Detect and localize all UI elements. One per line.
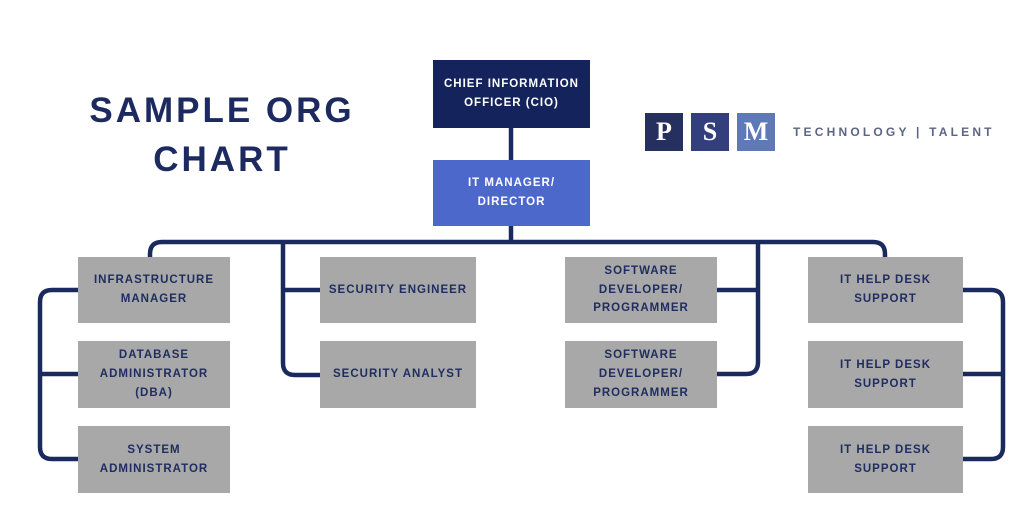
psm-logo: P S M TECHNOLOGY | TALENT	[645, 113, 995, 151]
logo-block-s: S	[691, 113, 729, 151]
org-node-security-analyst: SECURITY ANALYST	[320, 341, 476, 408]
org-node-software-developer-1: SOFTWARE DEVELOPER/ PROGRAMMER	[565, 257, 717, 323]
page-title: SAMPLE ORG CHART	[89, 91, 355, 179]
org-node-software-developer-2: SOFTWARE DEVELOPER/ PROGRAMMER	[565, 341, 717, 408]
org-node-security-engineer: SECURITY ENGINEER	[320, 257, 476, 323]
org-node-it-help-desk-3: IT HELP DESK SUPPORT	[808, 426, 963, 493]
org-node-it-help-desk-1: IT HELP DESK SUPPORT	[808, 257, 963, 323]
logo-block-m: M	[737, 113, 775, 151]
org-node-it-manager: IT MANAGER/ DIRECTOR	[433, 160, 590, 226]
org-node-system-administrator: SYSTEM ADMINISTRATOR	[78, 426, 230, 493]
org-node-database-administrator: DATABASE ADMINISTRATOR (DBA)	[78, 341, 230, 408]
connector-software-branch	[715, 240, 761, 377]
connector-security-branch	[280, 240, 322, 378]
connector-main-bus	[147, 239, 888, 259]
org-node-infrastructure-manager: INFRASTRUCTURE MANAGER	[78, 257, 230, 323]
logo-tagline: TECHNOLOGY | TALENT	[793, 125, 995, 139]
logo-block-p: P	[645, 113, 683, 151]
org-node-it-help-desk-2: IT HELP DESK SUPPORT	[808, 341, 963, 408]
org-node-cio: CHIEF INFORMATION OFFICER (CIO)	[433, 60, 590, 128]
